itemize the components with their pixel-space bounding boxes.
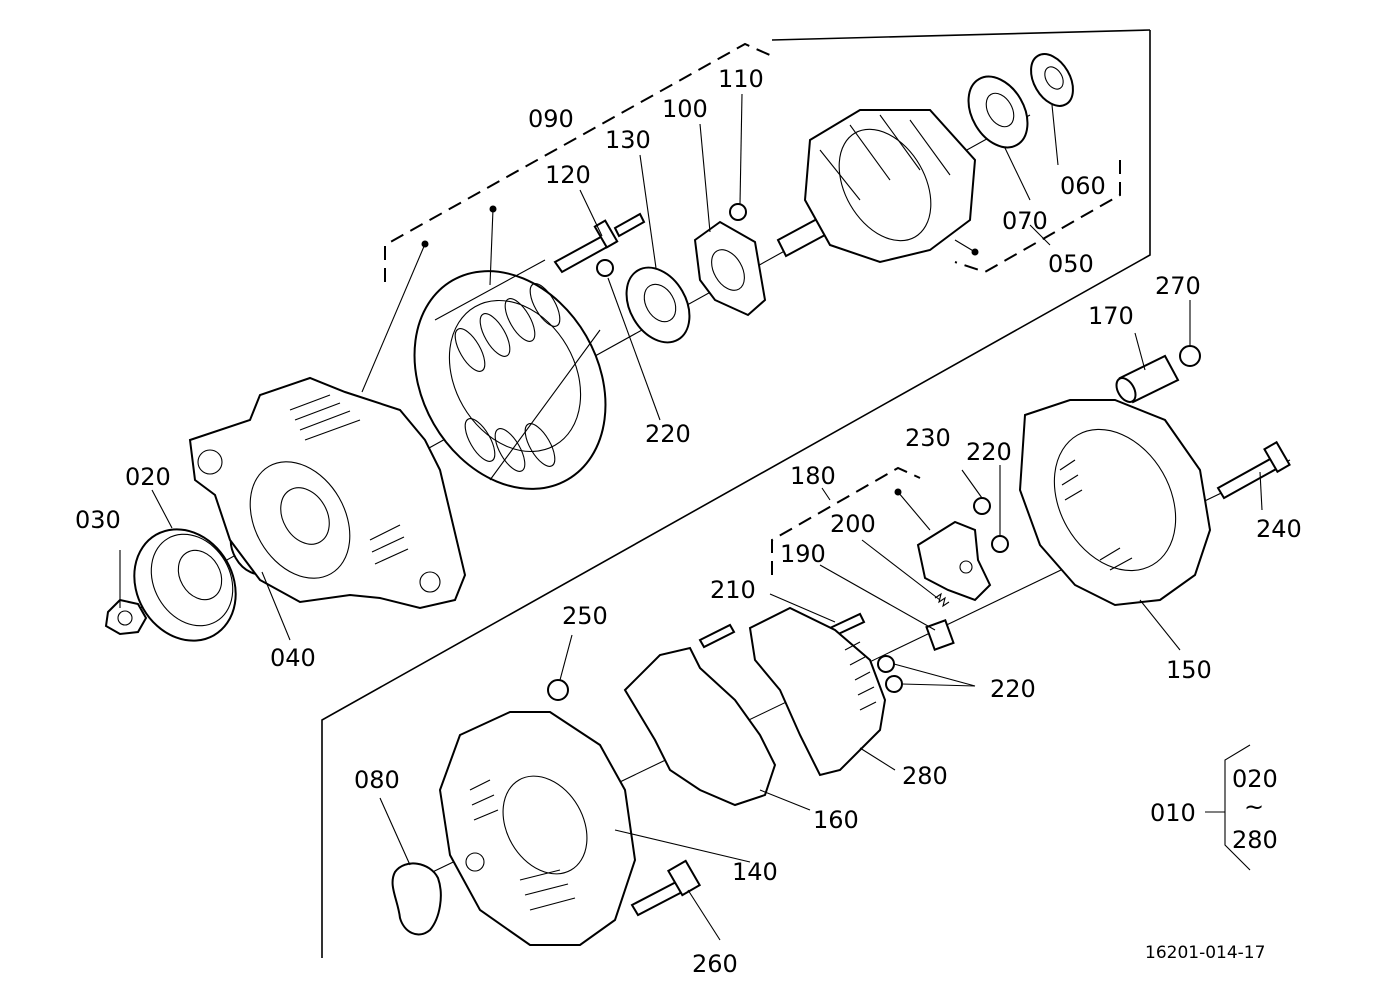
label-part-100: 100 <box>662 95 708 123</box>
part-rotor <box>776 109 977 264</box>
part-230-screw <box>973 497 991 515</box>
drawing-code: 16201-014-17 <box>1145 943 1265 963</box>
label-part-040: 040 <box>270 644 316 672</box>
label-part-110: 110 <box>718 65 764 93</box>
part-140-end-housing <box>438 711 637 946</box>
label-part-240: 240 <box>1256 515 1302 543</box>
part-190-brush <box>925 619 955 651</box>
label-part-010: 010 <box>1150 799 1196 827</box>
group-bracket-090 <box>384 42 773 282</box>
part-180-brush-holder <box>916 520 992 602</box>
part-260-bolt <box>630 859 702 917</box>
part-150-rear-cover <box>1018 399 1212 607</box>
leader-lines <box>119 93 1263 941</box>
group-bracket-050 <box>954 160 1121 274</box>
part-drive-end-housing <box>188 376 467 610</box>
label-part-180: 180 <box>790 462 836 490</box>
assembly-frame <box>321 30 1151 958</box>
part-200-spring <box>934 592 950 608</box>
part-160-rectifier <box>623 623 777 807</box>
label-part-170: 170 <box>1088 302 1134 330</box>
part-stator <box>413 259 607 490</box>
part-270-nut <box>1179 345 1201 367</box>
part-120-stud <box>553 212 646 274</box>
label-range-tilde: ~ <box>1244 793 1264 821</box>
label-part-120: 120 <box>545 161 591 189</box>
part-220-screw-lower-b <box>885 675 903 693</box>
part-220-screw-upper <box>596 259 614 277</box>
label-part-050: 050 <box>1048 250 1094 278</box>
label-part-030: 030 <box>75 506 121 534</box>
label-range-start: 020 <box>1232 765 1278 793</box>
label-part-220-middle: 220 <box>966 438 1012 466</box>
label-part-210: 210 <box>710 576 756 604</box>
label-part-250: 250 <box>562 602 608 630</box>
part-030-nut <box>104 598 148 636</box>
group-bracket-010 <box>1224 744 1251 871</box>
label-part-270: 270 <box>1155 272 1201 300</box>
part-060-washer <box>1030 53 1074 107</box>
label-part-190: 190 <box>780 540 826 568</box>
part-070-bearing <box>967 75 1029 149</box>
part-110-screw <box>729 203 747 221</box>
label-part-090: 090 <box>528 105 574 133</box>
part-080-seal <box>391 862 442 936</box>
label-part-060: 060 <box>1060 172 1106 200</box>
label-part-130: 130 <box>605 126 651 154</box>
part-240-bolt <box>1216 440 1291 500</box>
label-part-080: 080 <box>354 766 400 794</box>
label-part-220-upper: 220 <box>645 420 691 448</box>
part-170-sleeve <box>1115 354 1180 404</box>
part-220-screw-lower-a <box>877 655 895 673</box>
part-280-regulator <box>748 606 887 777</box>
label-part-150: 150 <box>1166 656 1212 684</box>
part-250-nut <box>547 679 569 701</box>
part-220-screw-middle <box>991 535 1009 553</box>
assembly-frame-top <box>771 29 1151 41</box>
label-part-220-lower: 220 <box>990 675 1036 703</box>
label-part-160: 160 <box>813 806 859 834</box>
label-part-230: 230 <box>905 424 951 452</box>
label-part-280: 280 <box>902 762 948 790</box>
label-part-070: 070 <box>1002 207 1048 235</box>
label-part-260: 260 <box>692 950 738 978</box>
part-130-bearing <box>625 266 691 344</box>
label-part-140: 140 <box>732 858 778 886</box>
part-020-pulley <box>133 528 237 642</box>
label-range-end: 280 <box>1232 826 1278 854</box>
part-100-plate <box>693 220 767 317</box>
label-part-200: 200 <box>830 510 876 538</box>
label-part-020: 020 <box>125 463 171 491</box>
